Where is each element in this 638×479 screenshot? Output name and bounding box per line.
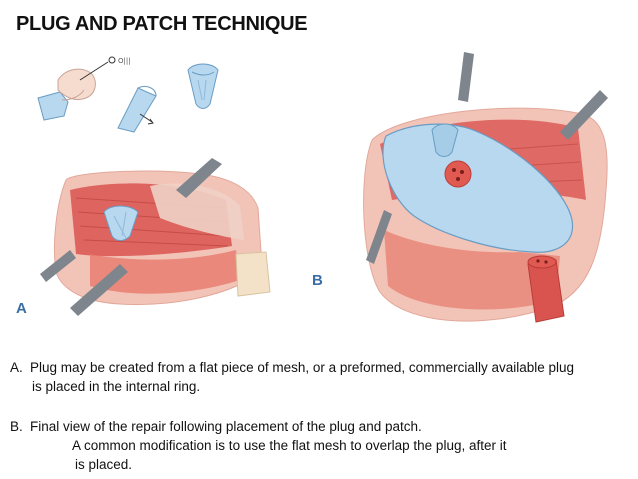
panel-b-surgical-field [363, 52, 608, 323]
mesh-preparation-sketch: O||| [37, 56, 219, 133]
svg-text:O|||: O||| [118, 57, 131, 65]
caption-a: A. Plug may be created from a flat piece … [10, 358, 630, 396]
caption-a-line2: is placed in the internal ring. [32, 379, 201, 394]
figure-label-b: B [312, 272, 323, 289]
caption-a-marker: A. [10, 360, 23, 375]
figure-label-a: A [16, 300, 27, 317]
panel-a-surgical-field [40, 158, 271, 316]
surgical-illustration: O||| [37, 52, 608, 323]
caption-b-marker: B. [10, 419, 23, 434]
caption-b: B. Final view of the repair following pla… [10, 417, 630, 474]
caption-b-line2: A common modification is to use the flat… [72, 438, 507, 453]
caption-b-line1: Final view of the repair following place… [30, 419, 422, 434]
caption-a-line1: Plug may be created from a flat piece of… [30, 360, 575, 375]
caption-b-line3: is placed. [75, 457, 133, 472]
page-title: PLUG AND PATCH TECHNIQUE [16, 13, 308, 35]
